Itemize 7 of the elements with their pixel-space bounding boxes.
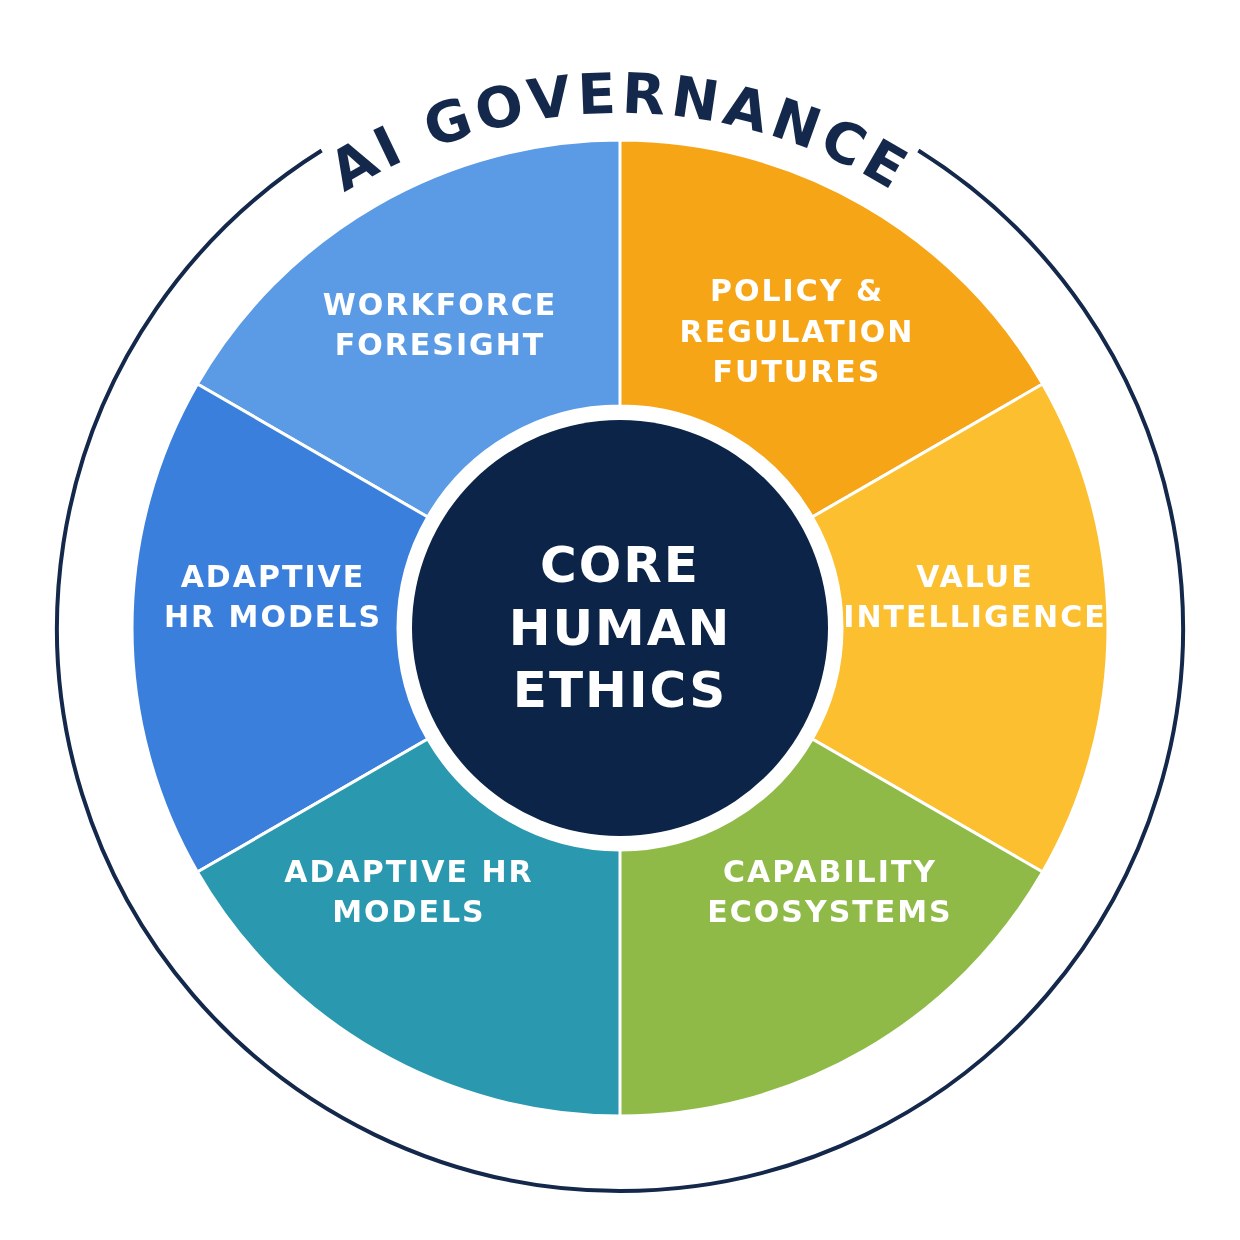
center-label: CORE HUMAN ETHICS [507, 535, 733, 721]
segment-label: CAPABILITY ECOSYSTEMS [706, 852, 954, 931]
segment-label: WORKFORCE FORESIGHT [321, 285, 559, 364]
segment-label: POLICY & REGULATION FUTURES [678, 272, 916, 391]
segment-label: VALUE INTELLIGENCE [842, 557, 1108, 636]
segment-label: ADAPTIVE HR MODELS [284, 852, 534, 931]
segment-label: ADAPTIVE HR MODELS [162, 557, 384, 636]
